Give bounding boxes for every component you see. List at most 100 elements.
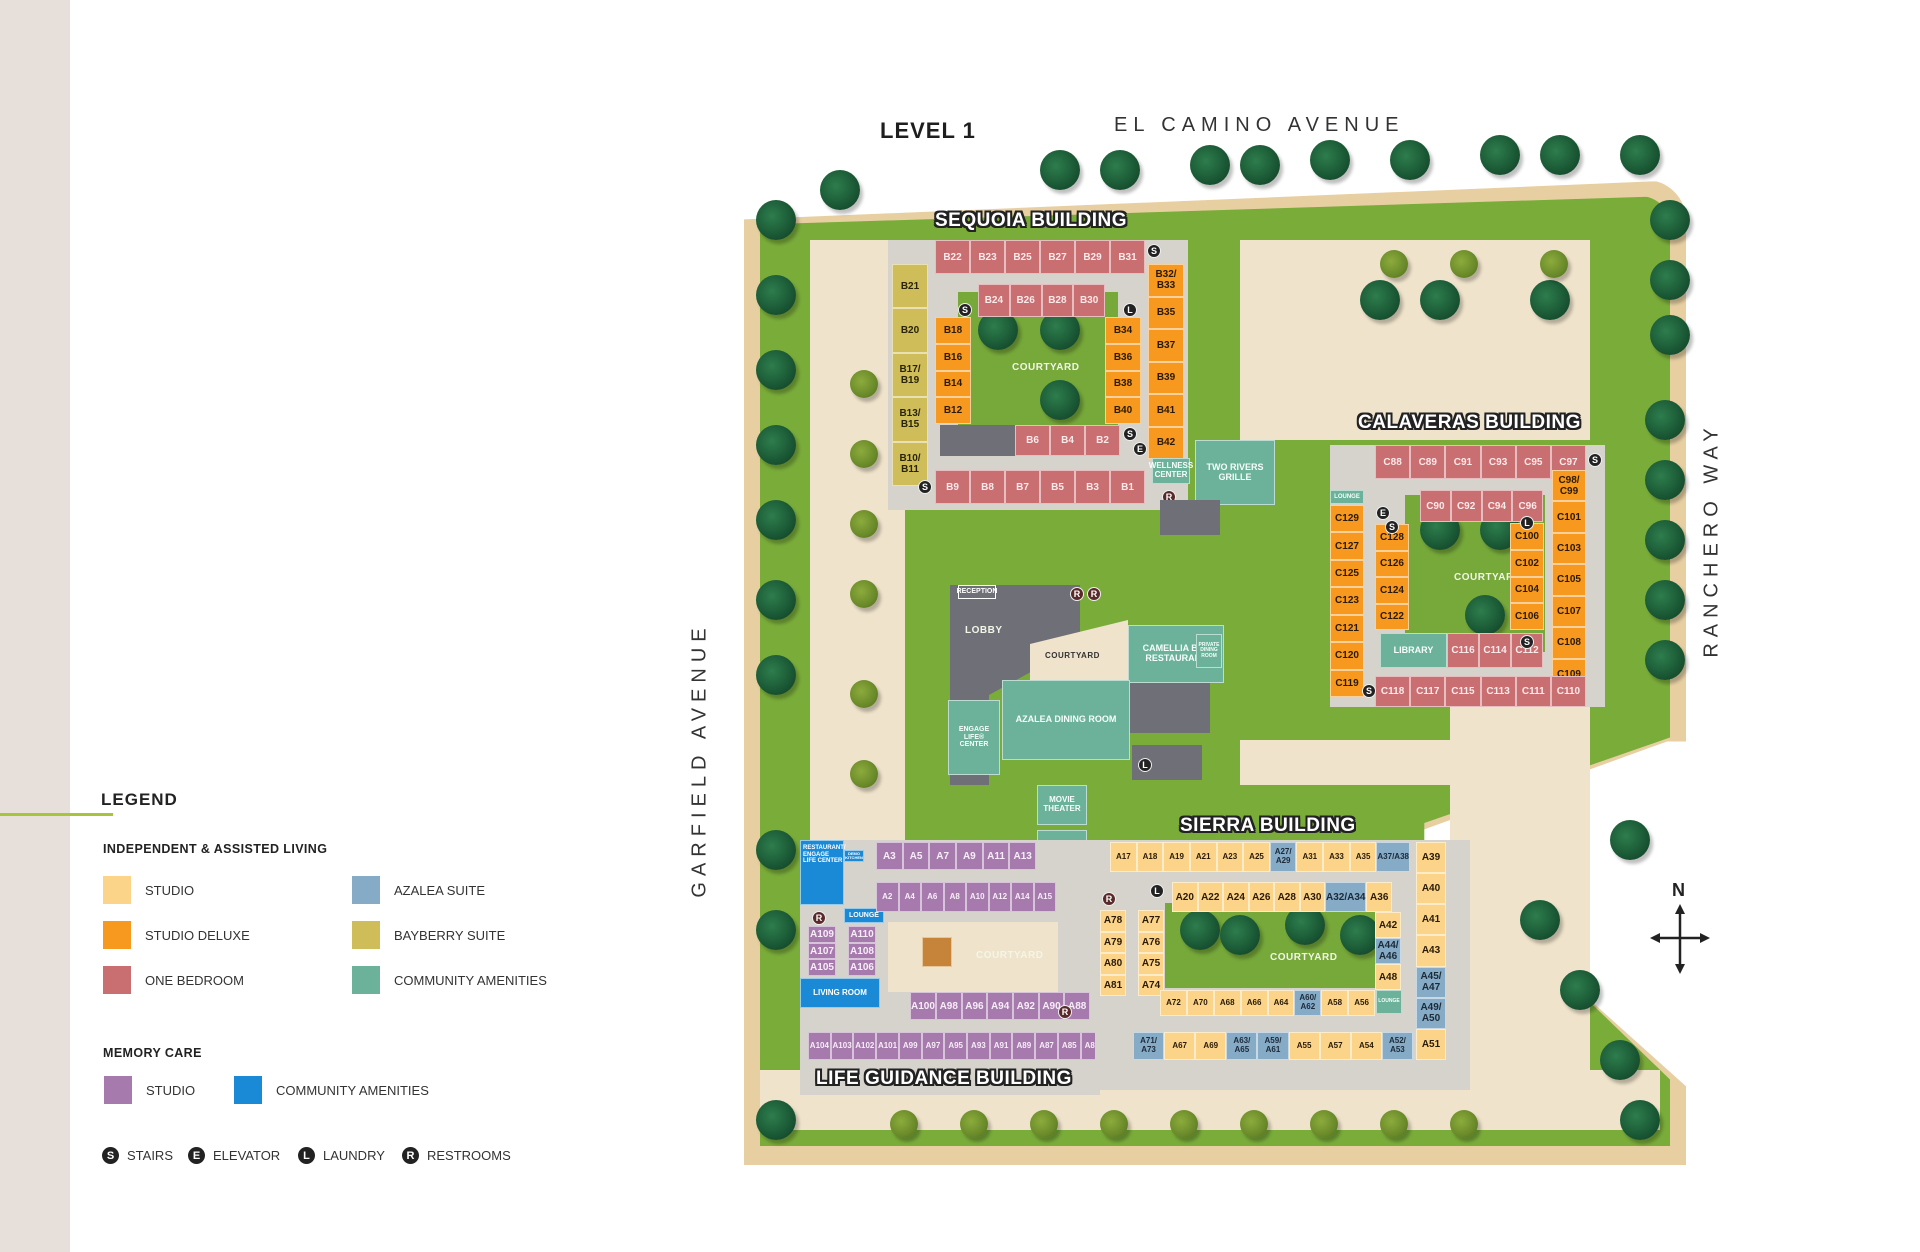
- unit[interactable]: A8: [943, 882, 966, 912]
- unit[interactable]: A92: [1012, 992, 1039, 1020]
- unit[interactable]: B24: [978, 284, 1010, 317]
- unit[interactable]: C129: [1330, 505, 1364, 533]
- azalea-dining-room[interactable]: AZALEA DINING ROOM: [1002, 680, 1130, 760]
- unit[interactable]: A36: [1366, 882, 1392, 912]
- unit[interactable]: B14: [935, 370, 971, 398]
- unit[interactable]: B6: [1015, 425, 1050, 456]
- unit[interactable]: B4: [1050, 425, 1085, 456]
- unit[interactable]: A64: [1267, 990, 1295, 1016]
- unit[interactable]: A99: [898, 1032, 922, 1060]
- unit[interactable]: A43: [1416, 935, 1446, 967]
- unit[interactable]: C121: [1330, 614, 1364, 643]
- unit[interactable]: B36: [1105, 343, 1141, 371]
- unit[interactable]: C101: [1552, 501, 1586, 533]
- unit[interactable]: A66: [1240, 990, 1268, 1016]
- unit[interactable]: C126: [1375, 550, 1409, 577]
- unit[interactable]: A78: [1100, 910, 1126, 932]
- unit[interactable]: A28: [1274, 882, 1300, 912]
- unit[interactable]: A35: [1349, 842, 1377, 872]
- unit[interactable]: C123: [1330, 587, 1364, 615]
- unit[interactable]: A17: [1110, 842, 1137, 872]
- unit[interactable]: C124: [1375, 577, 1409, 604]
- unit[interactable]: A63/ A65: [1226, 1032, 1258, 1060]
- unit[interactable]: C111: [1515, 676, 1551, 707]
- unit[interactable]: B16: [935, 343, 971, 371]
- living-room[interactable]: LIVING ROOM: [800, 978, 880, 1008]
- unit[interactable]: A44/ A46: [1375, 938, 1401, 964]
- unit[interactable]: B2: [1085, 425, 1120, 456]
- unit[interactable]: A70: [1186, 990, 1214, 1016]
- unit[interactable]: A25: [1243, 842, 1270, 872]
- unit[interactable]: C92: [1450, 490, 1482, 522]
- unit[interactable]: A51: [1416, 1028, 1446, 1060]
- sierra-lounge[interactable]: LOUNGE: [1376, 990, 1402, 1014]
- unit[interactable]: B39: [1148, 361, 1184, 394]
- unit[interactable]: A5: [902, 842, 930, 870]
- unit[interactable]: A20: [1172, 882, 1198, 912]
- unit[interactable]: B13/ B15: [892, 397, 928, 442]
- unit[interactable]: B9: [935, 470, 970, 504]
- calaveras-lounge[interactable]: LOUNGE: [1330, 490, 1364, 504]
- unit[interactable]: A15: [1033, 882, 1056, 912]
- unit[interactable]: A52/ A53: [1381, 1032, 1413, 1060]
- unit[interactable]: A54: [1350, 1032, 1382, 1060]
- unit[interactable]: A2: [876, 882, 899, 912]
- demo-kitchen[interactable]: DEMO KITCHEN: [844, 850, 864, 862]
- unit[interactable]: B21: [892, 264, 928, 309]
- unit[interactable]: A97: [921, 1032, 945, 1060]
- unit[interactable]: A75: [1138, 953, 1164, 975]
- unit[interactable]: B8: [970, 470, 1005, 504]
- unit[interactable]: B30: [1073, 284, 1105, 317]
- unit[interactable]: C125: [1330, 559, 1364, 588]
- unit[interactable]: A68: [1213, 990, 1241, 1016]
- unit[interactable]: B42: [1148, 426, 1184, 459]
- unit[interactable]: A27/ A29: [1269, 842, 1297, 872]
- unit[interactable]: A22: [1197, 882, 1223, 912]
- unit[interactable]: C102: [1510, 549, 1544, 577]
- unit[interactable]: A13: [1009, 842, 1037, 870]
- unit[interactable]: A49/ A50: [1416, 997, 1446, 1029]
- unit[interactable]: B25: [1005, 240, 1040, 274]
- unit[interactable]: C100: [1510, 523, 1544, 550]
- unit[interactable]: C88: [1375, 445, 1411, 479]
- unit[interactable]: B35: [1148, 296, 1184, 329]
- unit[interactable]: C95: [1515, 445, 1551, 479]
- unit[interactable]: A56: [1348, 990, 1375, 1016]
- unit[interactable]: C91: [1445, 445, 1481, 479]
- unit[interactable]: C103: [1552, 532, 1586, 565]
- unit[interactable]: B37: [1148, 329, 1184, 362]
- unit[interactable]: A9: [956, 842, 983, 870]
- unit[interactable]: A72: [1160, 990, 1187, 1016]
- two-rivers-grille[interactable]: TWO RIVERS GRILLE: [1195, 440, 1275, 505]
- unit[interactable]: A45/ A47: [1416, 966, 1446, 998]
- unit[interactable]: C110: [1550, 676, 1587, 707]
- movie-theater[interactable]: MOVIE THEATER: [1037, 785, 1087, 825]
- memory-care-lounge[interactable]: LOUNGE: [844, 908, 884, 923]
- unit[interactable]: A33: [1323, 842, 1350, 872]
- unit[interactable]: A71/ A73: [1133, 1032, 1165, 1060]
- unit[interactable]: A58: [1321, 990, 1349, 1016]
- unit[interactable]: A85: [1057, 1032, 1081, 1060]
- unit[interactable]: C127: [1330, 532, 1364, 560]
- unit[interactable]: B12: [935, 397, 971, 424]
- private-dining-room[interactable]: PRIVATE DINING ROOM: [1196, 634, 1222, 668]
- unit[interactable]: A31: [1296, 842, 1324, 872]
- unit[interactable]: B18: [935, 317, 971, 344]
- unit[interactable]: A21: [1189, 842, 1217, 872]
- engage-life-center[interactable]: ENGAGE LIFE® CENTER: [948, 700, 1000, 775]
- unit[interactable]: A19: [1163, 842, 1190, 872]
- unit[interactable]: C115: [1445, 676, 1481, 707]
- unit[interactable]: A107: [808, 942, 836, 960]
- unit[interactable]: B22: [935, 240, 970, 274]
- unit[interactable]: A91: [989, 1032, 1013, 1060]
- unit[interactable]: A24: [1223, 882, 1249, 912]
- unit[interactable]: C93: [1480, 445, 1516, 479]
- unit[interactable]: A98: [935, 992, 962, 1020]
- unit[interactable]: B5: [1040, 470, 1075, 504]
- unit[interactable]: C113: [1480, 676, 1516, 707]
- unit[interactable]: B41: [1148, 394, 1184, 427]
- wellness-center[interactable]: WELLNESS CENTER: [1149, 458, 1193, 484]
- unit[interactable]: A41: [1416, 904, 1446, 936]
- unit[interactable]: A18: [1136, 842, 1164, 872]
- unit[interactable]: A100: [910, 992, 936, 1020]
